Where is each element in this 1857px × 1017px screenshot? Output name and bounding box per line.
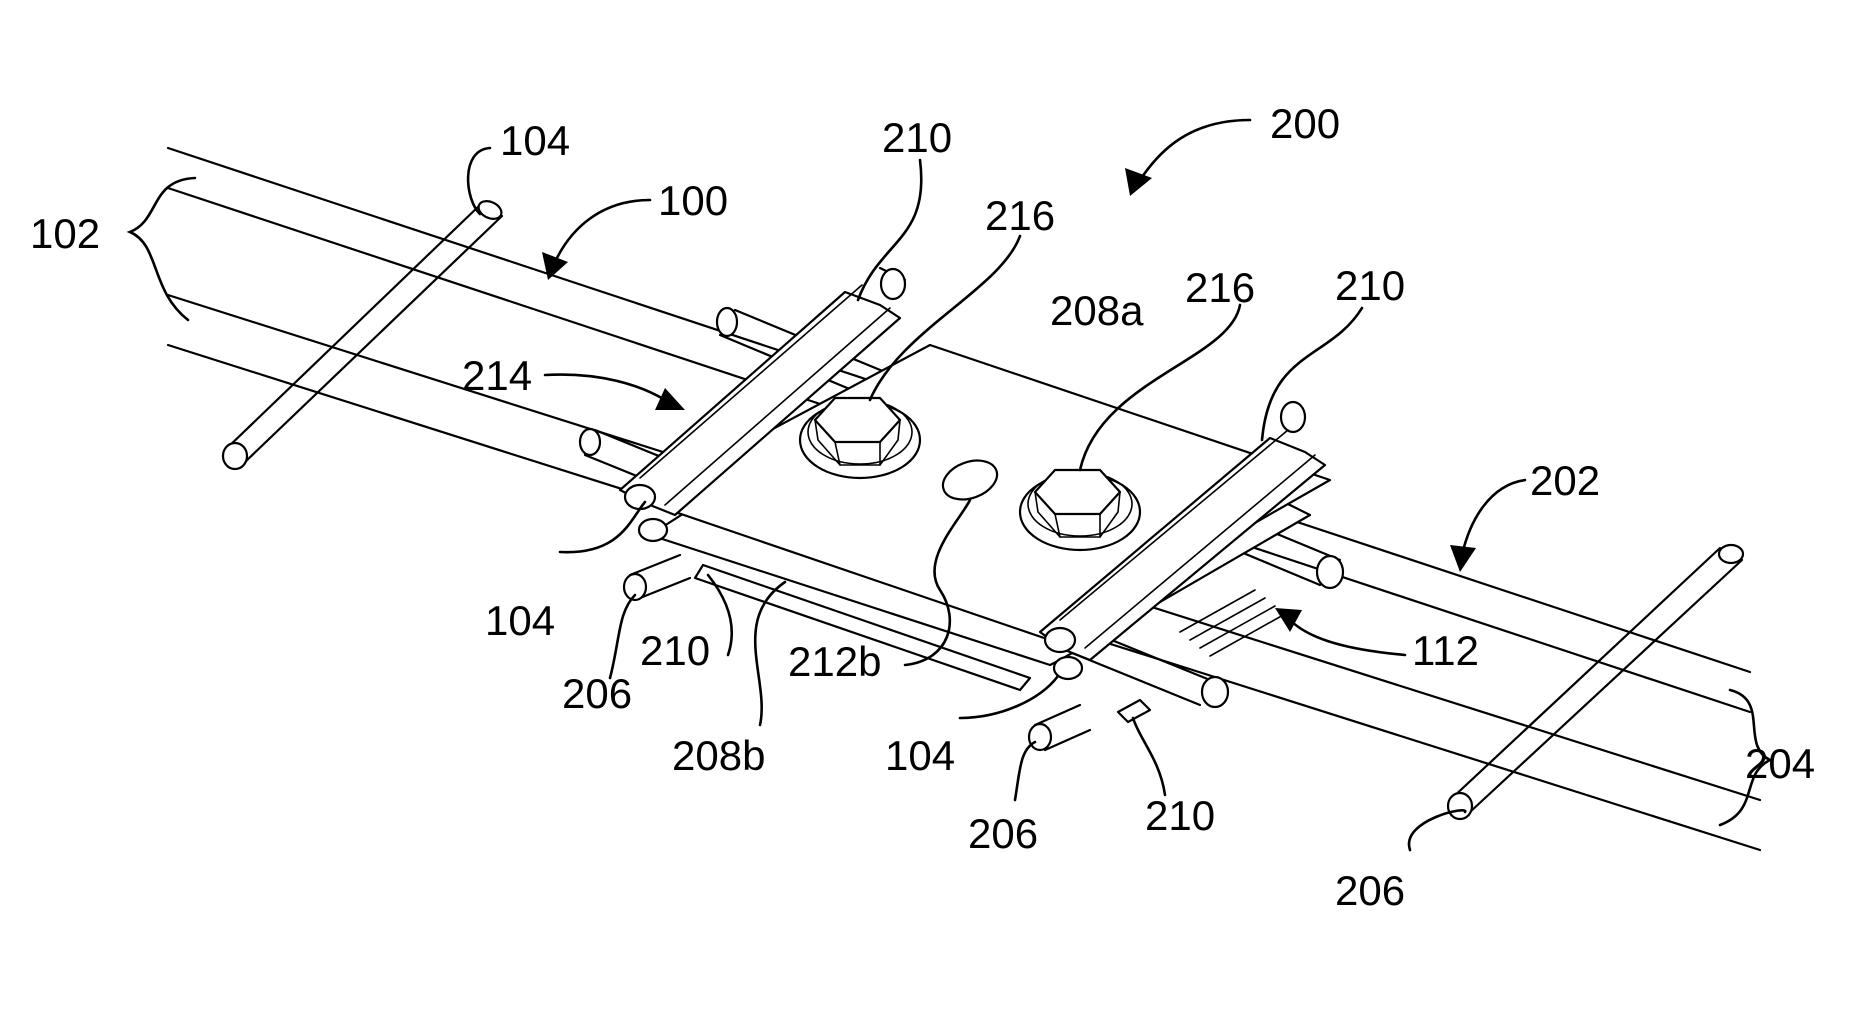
label-216-left: 216 <box>985 192 1055 239</box>
label-206-left: 206 <box>562 670 632 717</box>
label-208b: 208b <box>672 732 765 779</box>
label-206-mid: 206 <box>968 810 1038 857</box>
label-104-top: 104 <box>500 117 570 164</box>
crossbar-104-left <box>223 198 504 469</box>
label-104-left: 104 <box>485 597 555 644</box>
label-202: 202 <box>1530 457 1600 504</box>
label-208a: 208a <box>1050 287 1144 334</box>
label-210-bottom-right: 210 <box>1145 792 1215 839</box>
label-102: 102 <box>30 210 100 257</box>
label-204: 204 <box>1745 740 1815 787</box>
label-206-right: 206 <box>1335 867 1405 914</box>
label-210-top-left: 210 <box>882 114 952 161</box>
label-100: 100 <box>658 177 728 224</box>
label-216-right: 216 <box>1185 264 1255 311</box>
label-212b: 212b <box>788 638 881 685</box>
label-104-mid: 104 <box>885 732 955 779</box>
label-200: 200 <box>1270 100 1340 147</box>
label-112: 112 <box>1412 627 1479 674</box>
clamp-assembly-200 <box>620 285 1330 722</box>
label-210-top-right: 210 <box>1335 262 1405 309</box>
label-210-bottom-left: 210 <box>640 627 710 674</box>
label-214: 214 <box>462 352 532 399</box>
